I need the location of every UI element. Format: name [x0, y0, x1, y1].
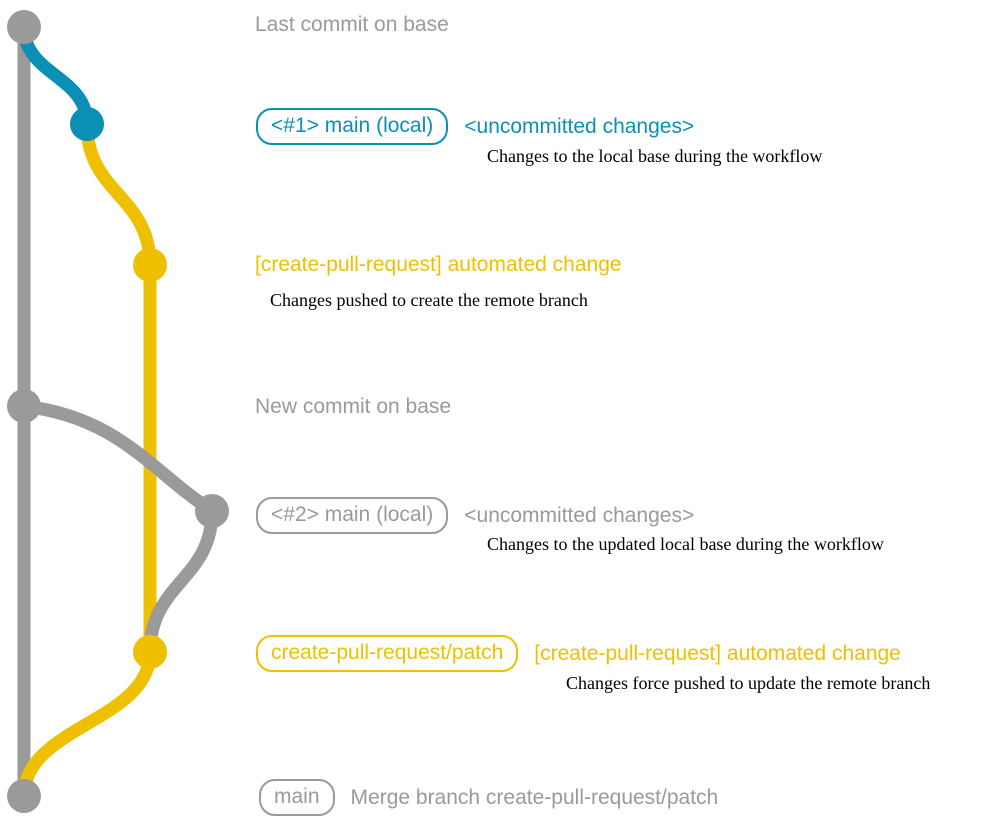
branch-pill-local-main-2[interactable]: <#2> main (local)	[256, 497, 449, 534]
commit-message-automated-change-1: [create-pull-request] automated change	[255, 253, 622, 276]
branch-pill-main[interactable]: main	[259, 779, 335, 816]
commit-message-last-commit-on-base: Last commit on base	[255, 13, 449, 36]
branch-pill-local-main-1[interactable]: <#1> main (local)	[256, 108, 449, 145]
branch-pill-label: <#2> main (local)	[271, 503, 434, 526]
commit-node-patch-commit-1[interactable]	[133, 248, 167, 282]
commit-row-last-commit-on-base: Last commit on base	[255, 13, 449, 37]
branch-pill-label: main	[274, 785, 320, 808]
branch-pill-create-pull-request-patch[interactable]: create-pull-request/patch	[256, 635, 519, 672]
commit-row-local-main-1: <#1> main (local) <uncommitted changes>	[256, 108, 694, 145]
commit-node-base-head[interactable]	[7, 10, 41, 44]
branch-line-local-2-to-patch-2	[143, 504, 219, 659]
commit-row-new-commit-on-base: New commit on base	[255, 395, 451, 419]
commit-description-local-main-1: Changes to the local base during the wor…	[487, 146, 823, 166]
branch-line-base-2-to-local-2	[17, 399, 219, 518]
commit-description-automated-change-1: Changes pushed to create the remote bran…	[270, 290, 588, 310]
commit-description-local-main-2: Changes to the updated local base during…	[487, 534, 884, 554]
branch-line-patch-2-to-merge	[17, 645, 157, 803]
commit-node-local-commit-2[interactable]	[195, 494, 229, 528]
commit-node-patch-commit-2[interactable]	[133, 635, 167, 669]
commit-message-merge-commit: Merge branch create-pull-request/patch	[350, 785, 719, 809]
commit-row-merge-commit: main Merge branch create-pull-request/pa…	[259, 779, 718, 816]
commit-row-automated-change-2: create-pull-request/patch [create-pull-r…	[256, 635, 901, 672]
branch-line-local-1-to-patch-1	[80, 117, 157, 272]
commit-node-merge-commit[interactable]	[7, 779, 41, 813]
commit-message-new-commit-on-base: New commit on base	[255, 395, 452, 418]
commit-node-local-commit-1[interactable]	[70, 107, 104, 141]
commit-message-local-main-2: <uncommitted changes>	[464, 503, 695, 527]
commit-description-automated-change-2: Changes force pushed to update the remot…	[566, 673, 931, 693]
commit-message-automated-change-2: [create-pull-request] automated change	[534, 641, 901, 665]
commit-message-local-main-1: <uncommitted changes>	[464, 114, 695, 138]
commit-row-local-main-2: <#2> main (local) <uncommitted changes>	[256, 497, 694, 534]
branch-pill-label: create-pull-request/patch	[271, 641, 504, 664]
commit-row-automated-change-1: [create-pull-request] automated change	[255, 253, 622, 277]
branch-pill-label: <#1> main (local)	[271, 114, 434, 137]
commit-node-base-commit-2[interactable]	[7, 389, 41, 423]
